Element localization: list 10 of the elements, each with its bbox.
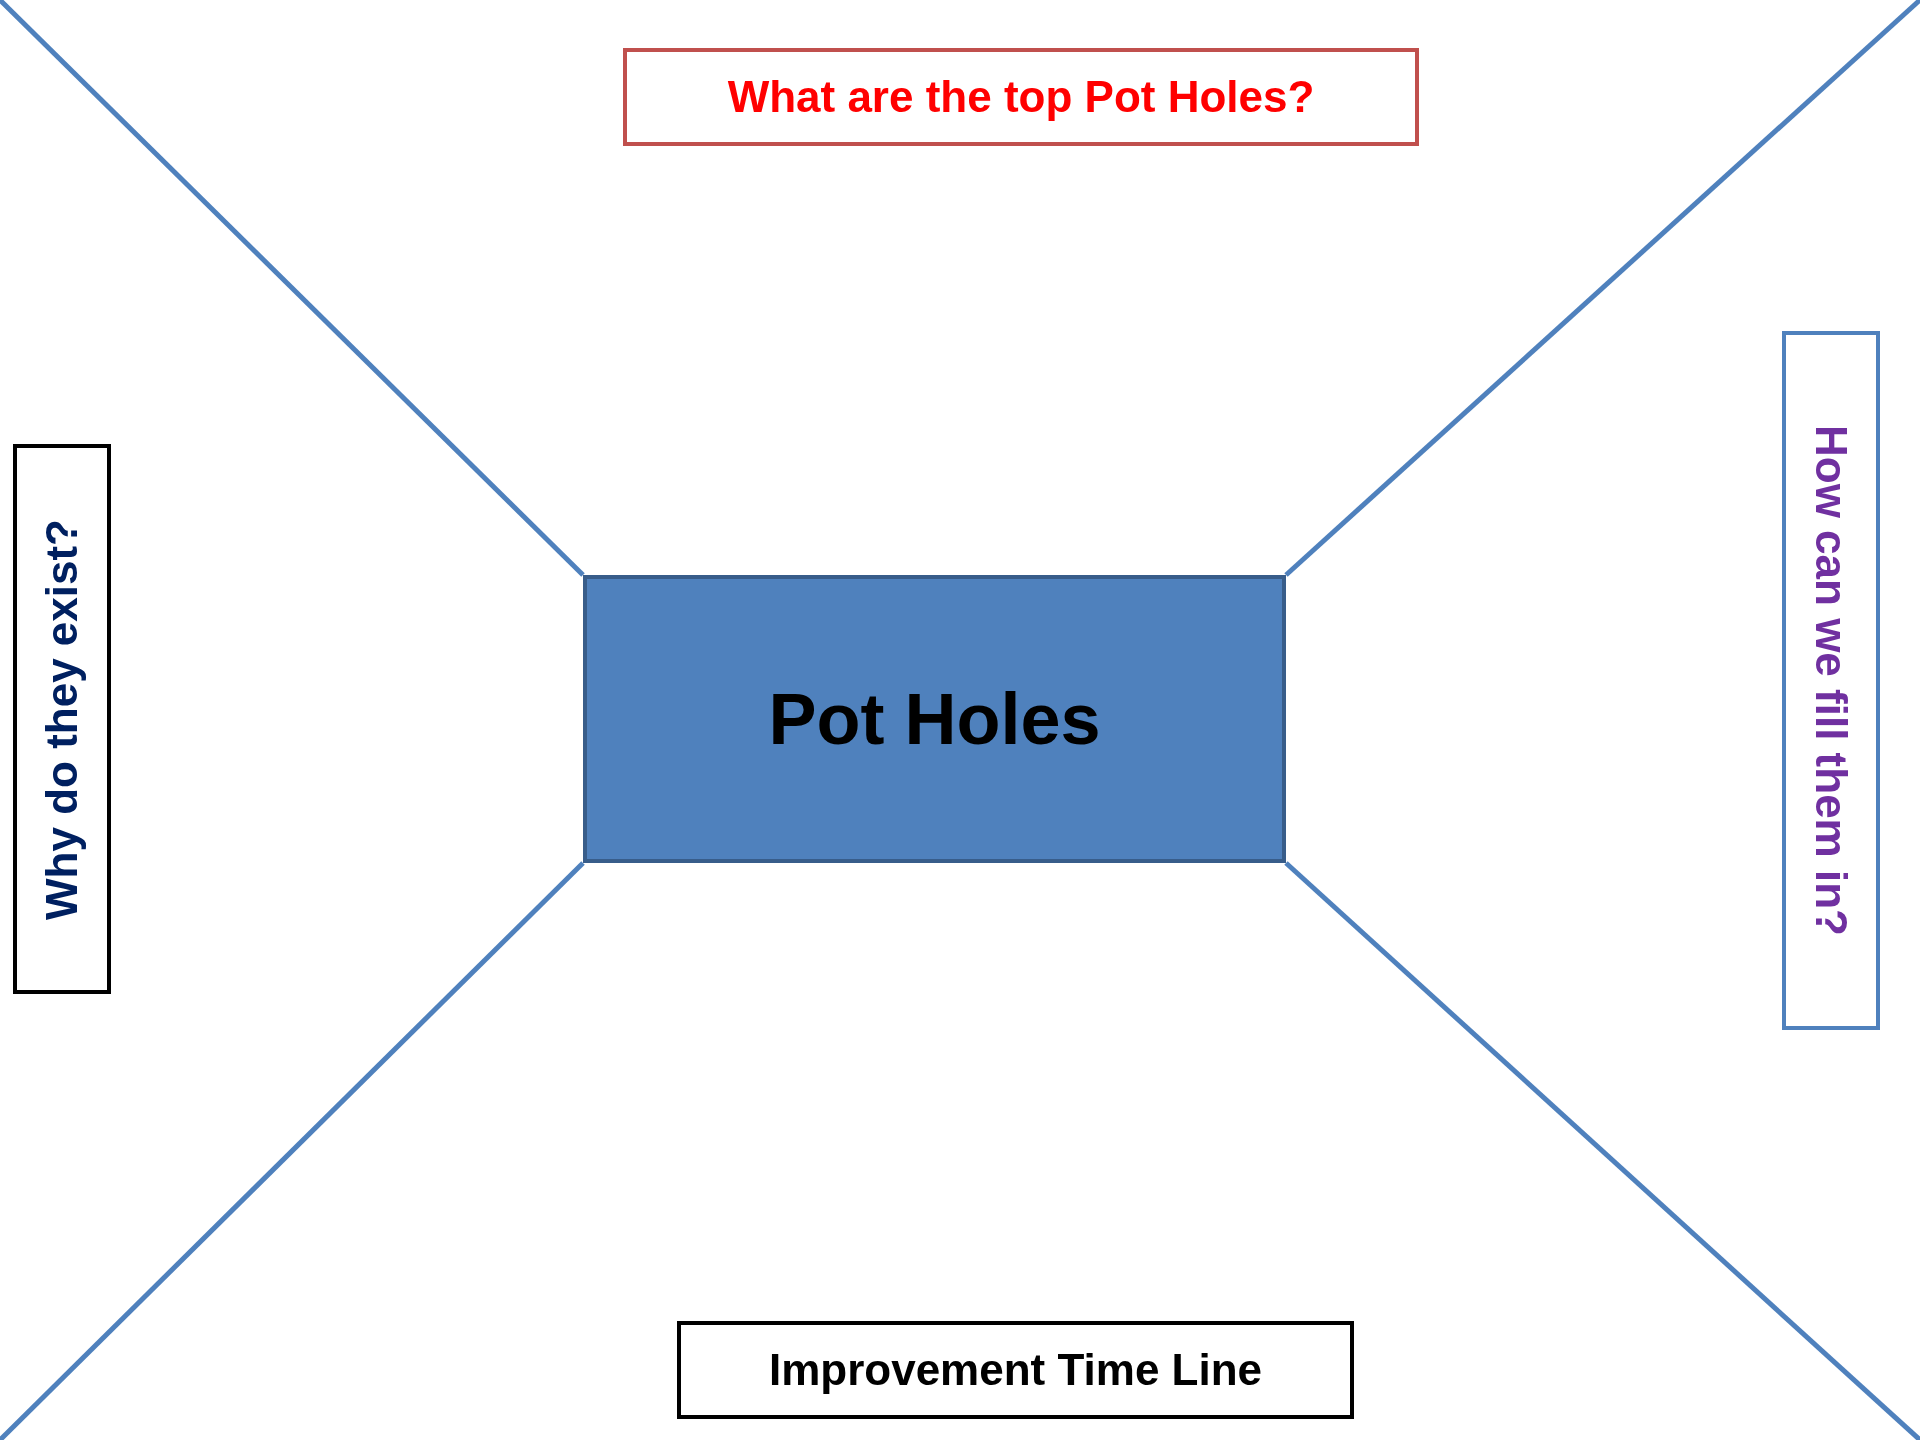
question-box [13, 444, 111, 994]
box-label: Pot Holes [768, 678, 1101, 760]
question-box [1782, 331, 1880, 1030]
box-label: Why do they exist? [37, 518, 87, 920]
heading-box [677, 1321, 1354, 1419]
box-label: What are the top Pot Holes? [727, 72, 1315, 122]
topic-box [583, 575, 1286, 863]
question-box [623, 48, 1419, 146]
box-label: Improvement Time Line [768, 1345, 1263, 1395]
box-label: How can we fill them in? [1806, 425, 1856, 936]
